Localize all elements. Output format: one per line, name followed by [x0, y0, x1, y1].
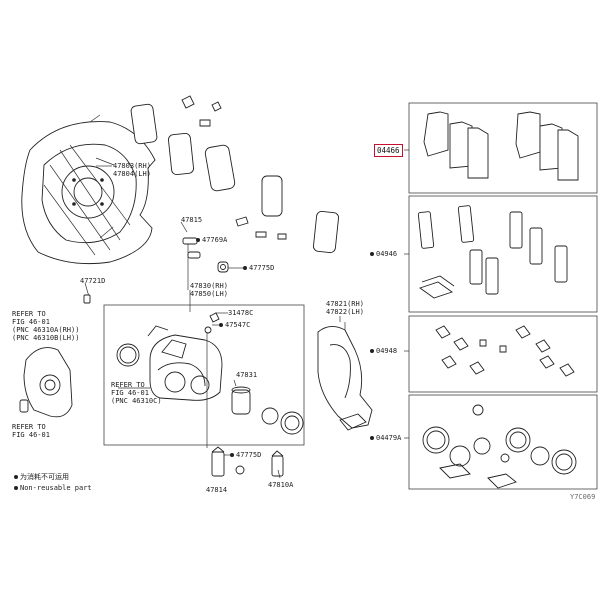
label-47830: 47830(RH)	[190, 282, 228, 290]
label-47769a: 47769A	[196, 236, 227, 244]
legend-non-reusable-en: Non-reusable part	[14, 484, 92, 492]
label-47803: 47803(RH)	[113, 162, 151, 170]
label-47815: 47815	[181, 216, 203, 224]
kit-label-04479a[interactable]: 04479A	[370, 434, 401, 442]
label-47775d-top: 47775D	[243, 264, 274, 272]
kit-frame-04948	[408, 315, 598, 393]
refer2-line2: FIG 46-01	[111, 389, 149, 397]
refer-bottom-line2: FIG 46-01	[12, 431, 50, 439]
legend-non-reusable-cn: 为消耗不可运用	[14, 473, 69, 481]
label-47721d: 47721D	[80, 277, 106, 285]
refer1-line4: (PNC 46310B(LH))	[12, 334, 80, 342]
kit-04948-clips	[435, 325, 575, 377]
caliper-drawing	[116, 290, 304, 448]
bolts-drawing	[211, 446, 284, 477]
center-pads-drawing	[130, 95, 339, 253]
guide-pin-drawing	[182, 237, 229, 290]
knuckle-drawing	[19, 282, 91, 418]
dust-shield-drawing	[21, 114, 156, 265]
refer-bottom-line1: REFER TO	[12, 423, 46, 431]
kit-frame-04946	[408, 195, 598, 313]
kit-04946-shims	[417, 205, 568, 299]
refer2-line1: REFER TO	[111, 381, 145, 389]
kit-label-04946[interactable]: 04946	[370, 250, 397, 258]
label-47804: 47804(LH)	[113, 170, 151, 178]
refer1-line1: REFER TO	[12, 310, 46, 318]
refer2-line3: (PNC 46310C)	[111, 397, 162, 405]
label-47775d-bottom: 47775D	[230, 451, 261, 459]
kit-label-04948[interactable]: 04948	[370, 347, 397, 355]
label-47821: 47821(RH)	[326, 300, 364, 308]
label-47814: 47814	[206, 486, 228, 494]
refer1-line3: (PNC 46310A(RH))	[12, 326, 80, 334]
caliper-group-frame	[103, 304, 305, 446]
label-47822: 47822(LH)	[326, 308, 364, 316]
refer1-line2: FIG 46-01	[12, 318, 50, 326]
kit-label-04466-highlighted[interactable]: 04466	[374, 144, 403, 157]
label-47850: 47850(LH)	[190, 290, 228, 298]
label-47810a: 47810A	[268, 481, 294, 489]
label-47831: 47831	[236, 371, 258, 379]
label-47547c: 47547C	[219, 321, 250, 329]
kit-frame-04466	[408, 102, 598, 194]
kit-04466-pads	[423, 111, 579, 181]
label-31478c: 31478C	[228, 309, 254, 317]
kit-frame-04479a	[408, 394, 598, 490]
mounting-bracket-drawing	[317, 322, 373, 431]
figure-code: Y7C069	[570, 493, 596, 501]
kit-04479a-seals	[422, 404, 577, 489]
